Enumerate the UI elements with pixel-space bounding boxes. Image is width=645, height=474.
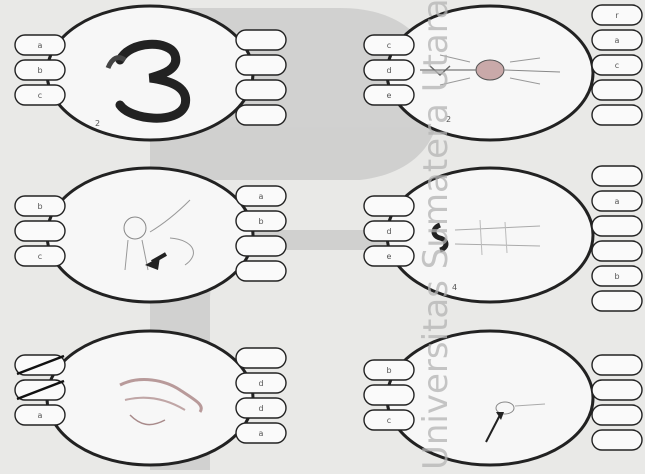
right-label-boxes: r a c	[592, 5, 642, 125]
left-label-5-3: a	[38, 411, 43, 420]
left-label-2-1: c	[387, 41, 391, 50]
diagram-panel-5: a d d a	[15, 331, 286, 465]
right-label-5-2: d	[258, 379, 263, 388]
left-label-4-2: d	[386, 227, 391, 236]
left-label-6-1: b	[386, 366, 391, 375]
left-label-boxes: c d e	[364, 35, 414, 105]
left-label-boxes: a	[15, 355, 65, 425]
left-label-boxes: a b c	[15, 35, 65, 105]
diagram-panel-6: b c	[364, 331, 642, 465]
left-label-boxes: b c	[364, 360, 414, 430]
right-label-boxes: a b	[592, 166, 642, 311]
left-label-6-3: c	[387, 416, 391, 425]
corner-text-1: 2	[95, 119, 100, 128]
left-label-2-2: d	[386, 66, 391, 75]
right-label-4-2: a	[615, 197, 620, 206]
right-label-5-3: d	[258, 404, 263, 413]
right-label-3-1: a	[259, 192, 264, 201]
left-label-2-3: e	[387, 91, 392, 100]
diagram-panel-3: b c a b	[15, 168, 286, 302]
right-label-2-2: a	[615, 36, 620, 45]
left-label-1-3: c	[38, 91, 42, 100]
right-label-5-4: a	[259, 429, 264, 438]
left-label-1-2: b	[37, 66, 42, 75]
left-label-3-1: b	[37, 202, 42, 211]
right-label-4-5: b	[614, 272, 619, 281]
right-label-3-2: b	[258, 217, 263, 226]
diagram-panel-4: d e a b 4	[364, 166, 642, 311]
left-label-boxes: b c	[15, 196, 65, 266]
watermark-vertical-text: Universitas Sumatera Utara	[416, 0, 456, 470]
left-label-1-1: a	[38, 41, 43, 50]
left-label-4-3: e	[387, 252, 392, 261]
left-label-boxes: d e	[364, 196, 414, 266]
left-label-3-3: c	[38, 252, 42, 261]
right-label-boxes	[592, 355, 642, 450]
right-label-2-3: c	[615, 61, 619, 70]
